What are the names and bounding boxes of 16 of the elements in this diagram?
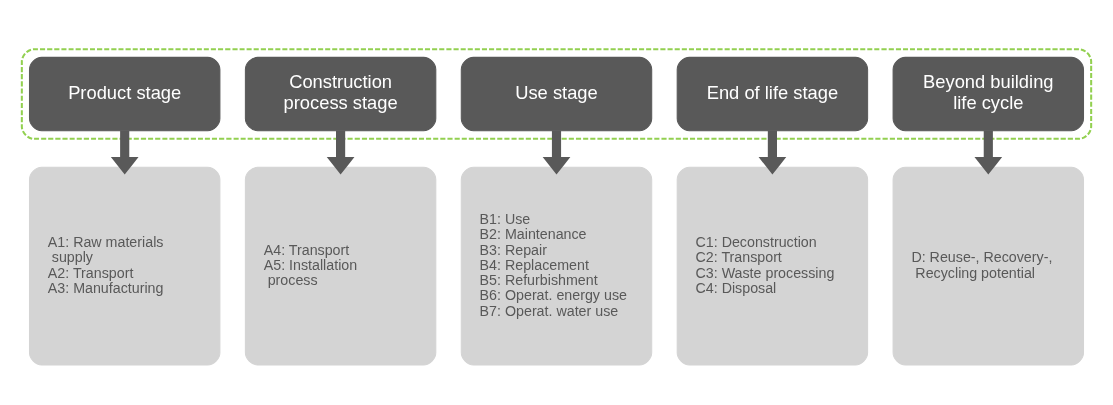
node-box: End of life stage — [676, 56, 869, 131]
arrow — [326, 130, 355, 175]
arrow — [974, 130, 1003, 175]
node-box: A1: Raw materials supply A2: Transport A3: Manufacturing — [28, 166, 221, 365]
node-box: Use stage — [460, 56, 653, 131]
node-box: C1: Deconstruction C2: Transport C3: Waste processing C4: Disposal — [676, 166, 869, 365]
arrow — [542, 130, 571, 175]
cluster — [20, 47, 1093, 140]
arrow — [758, 130, 787, 175]
node-box: D: Reuse-, Recovery-, Recycling potential — [892, 166, 1085, 365]
node-box: Product stage — [28, 56, 221, 131]
node-box: Construction process stage — [244, 56, 437, 131]
node-box: B1: Use B2: Maintenance B3: Repair B4: Replacement B5: Refurbishment B6: Operat. energy use B7: Operat. water use — [460, 166, 653, 365]
node-box: Beyond building life cycle — [892, 56, 1085, 131]
arrow — [110, 130, 139, 175]
node-box: A4: Transport A5: Installation process — [244, 166, 437, 365]
